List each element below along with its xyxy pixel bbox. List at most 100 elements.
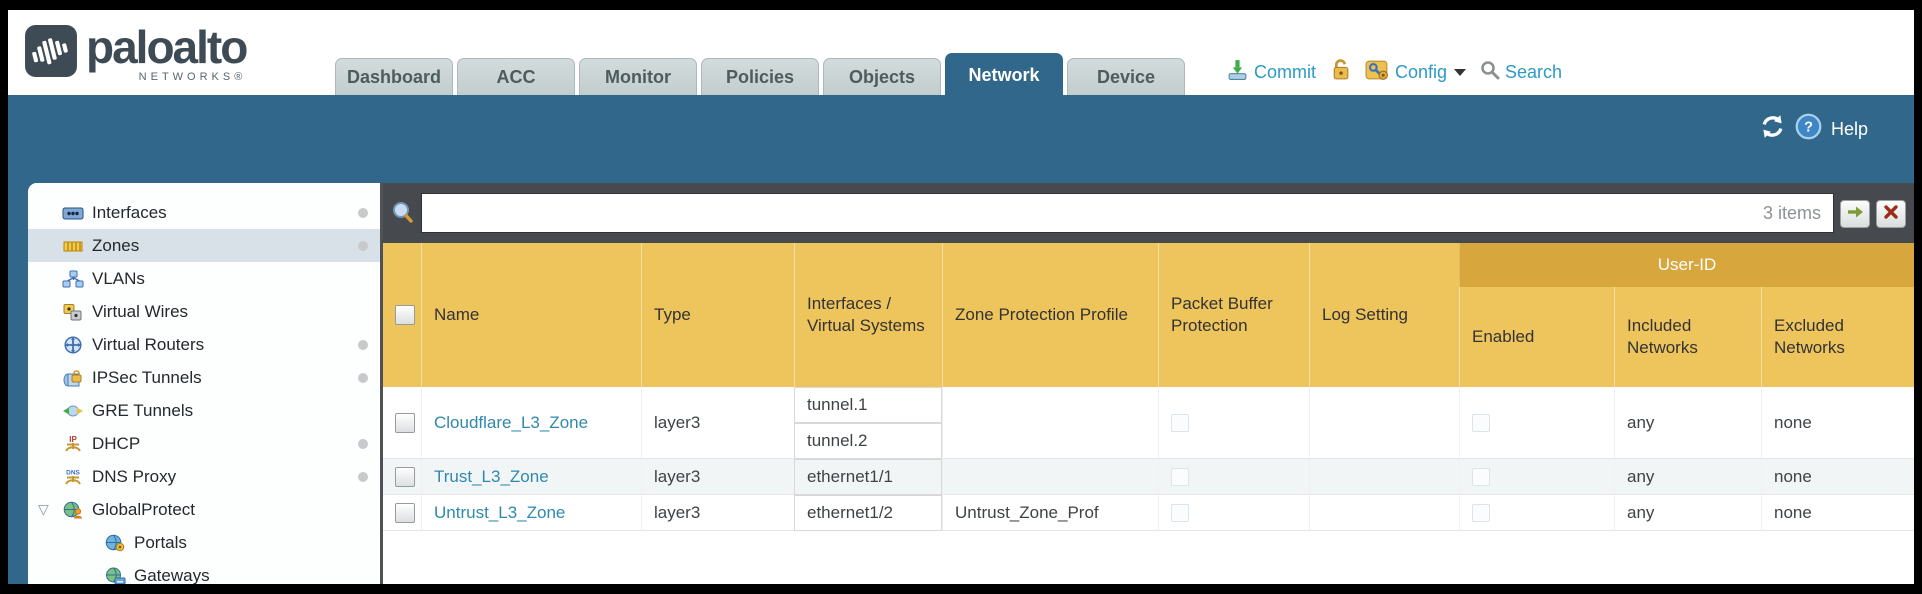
tab-policies[interactable]: Policies [701, 58, 819, 95]
virtual-routers-icon [62, 335, 84, 354]
svg-text:?: ? [1804, 120, 1813, 136]
help-label[interactable]: Help [1830, 118, 1868, 139]
commit-button[interactable]: Commit [1226, 58, 1316, 86]
apply-filter-button[interactable] [1840, 200, 1870, 228]
included-networks: any [1614, 495, 1761, 531]
sidebar-item-ipsec-tunnels[interactable]: IPSec Tunnels [28, 361, 380, 394]
included-networks: any [1614, 459, 1761, 495]
zone-name-link[interactable]: Trust_L3_Zone [434, 466, 549, 486]
virtual-wires-icon [62, 303, 84, 321]
row-checkbox[interactable] [395, 502, 415, 523]
paloalto-waveform-icon [24, 24, 78, 83]
col-header-packet-buffer-protection[interactable]: Packet Buffer Protection [1158, 243, 1309, 387]
zone-name-link[interactable]: Untrust_L3_Zone [434, 502, 566, 522]
table-row: Trust_L3_Zone layer3 ethernet1/1 any non… [383, 459, 1914, 495]
filter-toolbar: 3 items [383, 183, 1914, 243]
packet-buffer-protection-checkbox[interactable] [1171, 413, 1189, 432]
table-row: Cloudflare_L3_Zone layer3 tunnel.1 any n… [383, 387, 1914, 459]
item-dot [358, 439, 368, 449]
sidebar-item-globalprotect[interactable]: ▽ GlobalProtect [38, 499, 195, 519]
gateways-globe-laptop-icon [104, 567, 126, 584]
col-header-included-networks[interactable]: Included Networks [1614, 287, 1761, 387]
paloalto-logo: paloalto NETWORKS® [24, 21, 248, 83]
sidebar-item-gre-tunnels[interactable]: GRE Tunnels [28, 394, 380, 427]
zones-table: Name Type Interfaces / Virtual Systems Z… [383, 243, 1914, 531]
col-header-name[interactable]: Name [421, 243, 641, 387]
row-checkbox[interactable] [395, 412, 415, 433]
row-checkbox[interactable] [395, 466, 415, 487]
network-sidebar: Interfaces Zones VLANs [28, 183, 380, 584]
zones-main-panel: 3 items [380, 183, 1914, 584]
pan-os-page: paloalto NETWORKS® Dashboard ACC Monitor… [8, 10, 1914, 584]
sidebar-item-portals[interactable]: Portals [28, 526, 380, 559]
tab-network[interactable]: Network [945, 53, 1063, 95]
sidebar-item-gateways[interactable]: Gateways [28, 559, 380, 584]
sidebar-item-interfaces[interactable]: Interfaces [28, 196, 380, 229]
filter-search-input[interactable] [422, 194, 1763, 232]
help-question-icon[interactable]: ? [1795, 113, 1822, 145]
item-count: 3 items [1762, 202, 1821, 223]
tab-dashboard[interactable]: Dashboard [335, 58, 453, 95]
sidebar-list: Interfaces Zones VLANs [28, 183, 380, 584]
select-all-checkbox[interactable] [395, 305, 415, 325]
tab-monitor[interactable]: Monitor [579, 58, 697, 95]
header-utilities: Commit [1226, 58, 1562, 86]
zone-type: layer3 [641, 495, 794, 531]
packet-buffer-protection-checkbox[interactable] [1171, 467, 1189, 486]
col-header-interfaces[interactable]: Interfaces / Virtual Systems [794, 243, 942, 387]
tab-acc[interactable]: ACC [457, 58, 575, 95]
lock-icon [1330, 58, 1351, 86]
expander-triangle-icon[interactable]: ▽ [38, 501, 49, 517]
table-row: Untrust_L3_Zone layer3 ethernet1/2 Untru… [383, 495, 1914, 531]
sidebar-item-dhcp[interactable]: IP DHCP [28, 427, 380, 460]
config-menu-button[interactable]: Config [1365, 58, 1467, 86]
tab-objects[interactable]: Objects [823, 58, 941, 95]
refresh-icon[interactable] [1759, 113, 1786, 145]
brand-subtitle: NETWORKS® [138, 71, 247, 83]
dns-proxy-icon: DNS [62, 468, 84, 486]
zone-interface: ethernet1/1 [794, 459, 942, 495]
packet-buffer-protection-checkbox[interactable] [1171, 503, 1189, 522]
chevron-down-icon [1454, 68, 1467, 76]
zones-fence-icon [62, 237, 84, 255]
zone-interface: ethernet1/2 [794, 495, 942, 531]
global-search-button[interactable]: Search [1480, 60, 1562, 85]
sidebar-item-zones[interactable]: Zones [28, 229, 380, 262]
svg-text:IP: IP [69, 435, 77, 444]
sidebar-item-virtual-routers[interactable]: Virtual Routers [28, 328, 380, 361]
zone-name-link[interactable]: Cloudflare_L3_Zone [434, 412, 589, 432]
sidebar-item-vlans[interactable]: VLANs [28, 262, 380, 295]
sidebar-item-virtual-wires[interactable]: Virtual Wires [28, 295, 380, 328]
excluded-networks: none [1761, 459, 1914, 495]
item-dot [358, 373, 368, 383]
globalprotect-globe-user-icon [62, 501, 84, 519]
ipsec-tunnels-lock-icon [62, 369, 84, 387]
col-header-enabled[interactable]: Enabled [1459, 287, 1614, 387]
included-networks: any [1614, 387, 1761, 459]
user-id-enabled-checkbox[interactable] [1472, 413, 1490, 432]
select-all-header [383, 243, 421, 387]
user-id-enabled-checkbox[interactable] [1472, 467, 1490, 486]
col-header-excluded-networks[interactable]: Excluded Networks [1761, 287, 1914, 387]
brand-wordmark: paloalto [86, 21, 248, 73]
clear-filter-button[interactable] [1876, 200, 1906, 228]
zone-type: layer3 [641, 459, 794, 495]
item-dot [358, 208, 368, 218]
interfaces-icon [62, 204, 84, 222]
masthead: paloalto NETWORKS® Dashboard ACC Monitor… [8, 10, 1914, 95]
tab-device[interactable]: Device [1067, 58, 1185, 95]
lock-button[interactable] [1330, 58, 1351, 86]
zone-interface: tunnel.1 [794, 387, 942, 423]
log-setting [1309, 495, 1459, 531]
arrow-right-icon [1846, 205, 1864, 224]
col-header-type[interactable]: Type [641, 243, 794, 387]
col-header-log-setting[interactable]: Log Setting [1309, 243, 1459, 387]
close-x-icon [1883, 204, 1899, 225]
log-setting [1309, 459, 1459, 495]
col-header-zone-protection-profile[interactable]: Zone Protection Profile [942, 243, 1158, 387]
zone-interface: tunnel.2 [794, 423, 942, 459]
search-icon[interactable] [390, 200, 416, 226]
user-id-enabled-checkbox[interactable] [1472, 503, 1490, 522]
sidebar-item-dns-proxy[interactable]: DNS DNS Proxy [28, 460, 380, 493]
log-setting [1309, 387, 1459, 459]
